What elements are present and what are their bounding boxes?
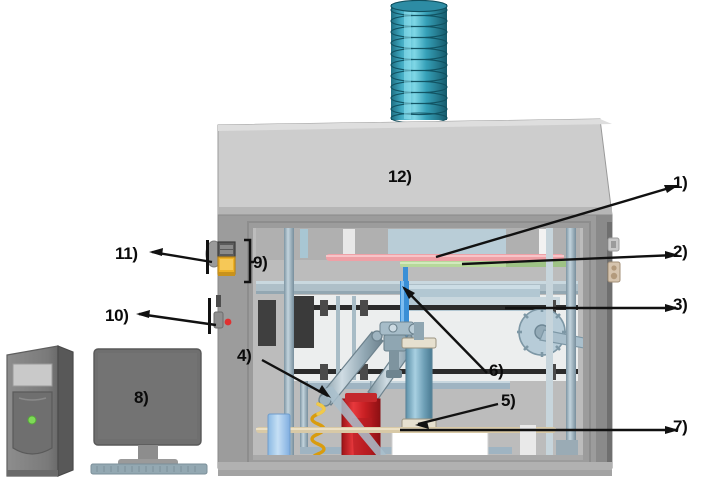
arrowhead-6 [402, 286, 415, 299]
leader-6 [403, 287, 488, 374]
arrowhead-3 [665, 304, 679, 312]
leader-1 [435, 184, 677, 259]
optical-drive [12, 363, 53, 387]
frame-post-left [284, 228, 294, 460]
bracket-9 [244, 238, 254, 284]
callout-label-8: 8) [134, 388, 149, 407]
green-led [27, 415, 37, 425]
callout-leaders [136, 184, 679, 434]
callout-label-6: 6) [489, 361, 504, 380]
callout-label-5: 5) [501, 391, 516, 410]
callout-label-4: 4) [237, 346, 252, 365]
monitor-assembly [90, 348, 208, 475]
callout-label-1: 1) [673, 173, 688, 192]
yellow-coil-spring [310, 402, 326, 460]
leader-10 [138, 312, 217, 327]
vertical-blue-rod [400, 281, 409, 341]
chamber-interior [253, 228, 583, 460]
white-base-box [391, 427, 489, 460]
red-led [224, 318, 232, 326]
callout-label-2: 2) [673, 242, 688, 261]
callout-label-7: 7) [673, 417, 688, 436]
arrowhead-4 [318, 385, 331, 398]
bellows-assembly [390, 0, 448, 124]
light-blue-box [267, 413, 291, 460]
side-port-lower [213, 311, 224, 329]
callout-label-3: 3) [673, 295, 688, 314]
monitor-screen [98, 353, 197, 439]
arrowhead-7 [665, 426, 679, 434]
top-housing [217, 118, 613, 216]
arrowhead-10 [136, 310, 150, 318]
blue-actuator-cylinder [401, 322, 437, 430]
arrowhead-1 [664, 185, 679, 193]
callout-label-12: 12) [388, 167, 412, 186]
leader-4 [261, 358, 329, 398]
callout-label-10: 10) [105, 306, 129, 325]
monitor-stand-neck [138, 445, 158, 461]
arrowhead-2 [665, 251, 679, 259]
callout-label-11: 11) [115, 244, 138, 263]
leader-5 [417, 402, 499, 426]
keyboard [90, 463, 208, 475]
pc-tower [6, 345, 74, 477]
side-port-upper [217, 241, 236, 258]
arrowhead-5 [415, 421, 429, 429]
leader-2 [461, 253, 677, 266]
arrowhead-11 [149, 248, 163, 256]
frame-post-right [566, 228, 576, 460]
callout-label-9: 9) [253, 253, 268, 272]
